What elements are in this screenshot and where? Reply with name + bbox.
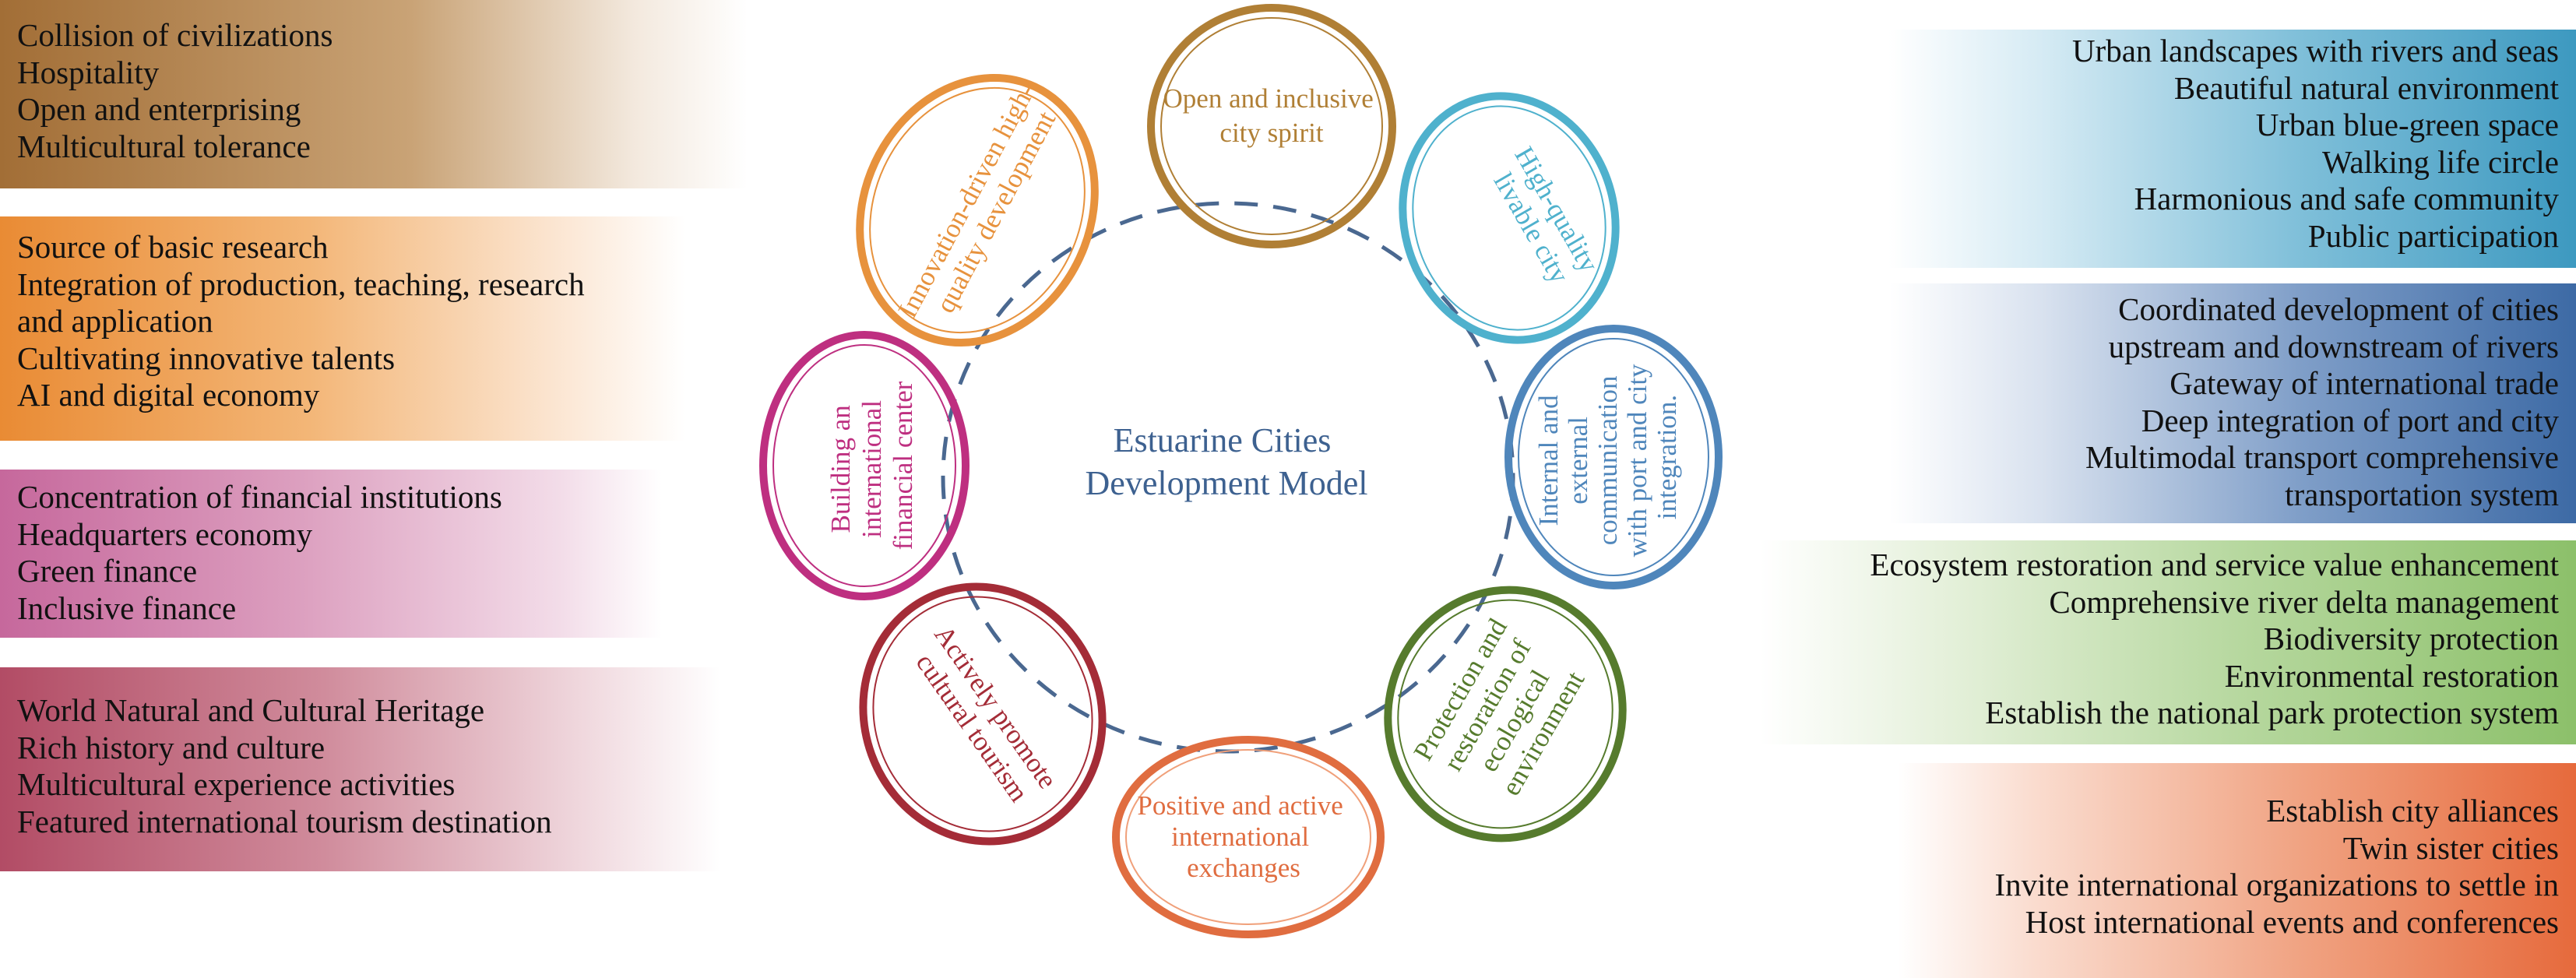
panel-ecosystem-restoration: Ecosystem restoration and service value … xyxy=(1760,540,2576,744)
ring-label: Innovation-driven high- quality developm… xyxy=(892,72,1072,337)
panel-line: Public participation xyxy=(2307,217,2559,254)
panel-civilization-traits: Collision of civilizations Hospitality O… xyxy=(0,0,748,188)
panel-line: Harmonious and safe community xyxy=(2134,181,2559,216)
ring-livable-city: High-quality livable city xyxy=(1399,92,1620,344)
ring-label-line: Building an xyxy=(825,405,856,533)
ring-label: Building an international financial cent… xyxy=(825,381,918,550)
panel-line: Multimodal transport comprehensive xyxy=(2085,439,2559,475)
ring-label-line: Open and inclusive xyxy=(1163,83,1374,114)
ring-label-line: communication xyxy=(1592,376,1623,546)
panel-line: upstream and downstream of rivers xyxy=(2108,328,2559,364)
panel-line: Headquarters economy xyxy=(17,515,313,552)
ring-ecological-protection: Protection and restoration of ecological… xyxy=(1384,586,1627,843)
ring-label: Actively promote cultural tourism xyxy=(903,620,1067,818)
panel-line: Urban blue-green space xyxy=(2255,107,2559,142)
ring-label: Open and inclusive city spirit xyxy=(1163,83,1381,148)
panel-line: Walking life circle xyxy=(2321,143,2559,180)
ring-open-inclusive-spirit: Open and inclusive city spirit xyxy=(1147,4,1396,248)
ring-financial-center: Building an international financial cent… xyxy=(759,331,970,600)
center-title-line: Estuarine Cities xyxy=(1114,421,1332,459)
panel-line: Invite international organizations to se… xyxy=(1994,867,2559,902)
ring-label-line: city spirit xyxy=(1219,118,1323,148)
panel-line: Hospitality xyxy=(17,54,160,90)
ring-label-line: external xyxy=(1563,417,1593,505)
panel-line: Beautiful natural environment xyxy=(2173,69,2559,106)
panel-line: Collision of civilizations xyxy=(17,17,333,53)
panel-line: and application xyxy=(17,303,213,339)
panel-cultural-heritage: World Natural and Cultural Heritage Rich… xyxy=(0,667,720,871)
ring-label-line: with port and city xyxy=(1622,364,1652,557)
panel-line: Rich history and culture xyxy=(17,729,326,765)
panel-line: Host international events and conference… xyxy=(2025,903,2559,940)
ring-label-line: Internal and xyxy=(1533,395,1564,526)
ring-label-line: international xyxy=(1171,821,1309,852)
ring-international-exchanges: Positive and active international exchan… xyxy=(1112,736,1385,938)
panel-line: Twin sister cities xyxy=(2342,829,2559,866)
panel-line: Concentration of financial institutions xyxy=(17,479,502,515)
panel-line: Source of basic research xyxy=(17,229,329,265)
panel-line: Integration of production, teaching, res… xyxy=(17,266,585,302)
center-title: Estuarine Cities Development Model xyxy=(1086,421,1368,502)
panel-line: Multicultural tolerance xyxy=(17,128,311,164)
panel-line: Green finance xyxy=(17,553,198,589)
panel-line: Establish city alliances xyxy=(2266,793,2559,828)
ring-label-line: international xyxy=(857,400,887,538)
panel-innovation-research: Source of basic research Integration of … xyxy=(0,216,685,441)
panel-line: Deep integration of port and city xyxy=(2141,402,2559,438)
panel-line: Open and enterprising xyxy=(17,91,301,127)
ring-port-city-integration: Internal and external communication with… xyxy=(1504,325,1723,589)
panel-line: AI and digital economy xyxy=(17,377,320,413)
panel-urban-landscape: Urban landscapes with rivers and seas Be… xyxy=(1888,30,2576,268)
panel-line: World Natural and Cultural Heritage xyxy=(17,692,485,728)
ring-innovation-development: Innovation-driven high- quality developm… xyxy=(856,72,1099,347)
ring-label: Protection and restoration of ecological… xyxy=(1408,607,1598,812)
panel-financial-institutions: Concentration of financial institutions … xyxy=(0,470,662,638)
panel-line: Inclusive finance xyxy=(17,589,237,626)
panel-line: Biodiversity protection xyxy=(2263,621,2559,656)
ring-label-line: exchanges xyxy=(1187,853,1300,883)
ring-label-line: Positive and active xyxy=(1137,790,1343,821)
center-title-line: Development Model xyxy=(1086,464,1368,502)
panel-line: Urban landscapes with rivers and seas xyxy=(2071,33,2559,69)
panel-line: Environmental restoration xyxy=(2224,657,2559,694)
panel-line: Ecosystem restoration and service value … xyxy=(1870,547,2559,582)
panel-line: Comprehensive river delta management xyxy=(2049,583,2559,620)
ring-label: Positive and active international exchan… xyxy=(1137,790,1350,883)
panel-line: Establish the national park protection s… xyxy=(1985,695,2559,730)
panel-line: Cultivating innovative talents xyxy=(17,339,396,376)
panel-line: Gateway of international trade xyxy=(2170,365,2559,401)
ring-label: Internal and external communication with… xyxy=(1533,357,1682,558)
panel-line: transportation system xyxy=(2285,476,2559,512)
ring-label-line: integration. xyxy=(1652,395,1682,519)
panel-port-trade: Coordinated development of cities upstre… xyxy=(1890,283,2576,523)
panel-city-alliances: Establish city alliances Twin sister cit… xyxy=(1898,763,2576,978)
panel-line: Coordinated development of cities xyxy=(2118,291,2559,327)
panel-line: Featured international tourism destinati… xyxy=(17,803,552,839)
ring-cultural-tourism: Actively promote cultural tourism xyxy=(859,582,1107,846)
panel-line: Multicultural experience activities xyxy=(17,766,456,802)
ring-label-line: financial center xyxy=(888,381,918,550)
